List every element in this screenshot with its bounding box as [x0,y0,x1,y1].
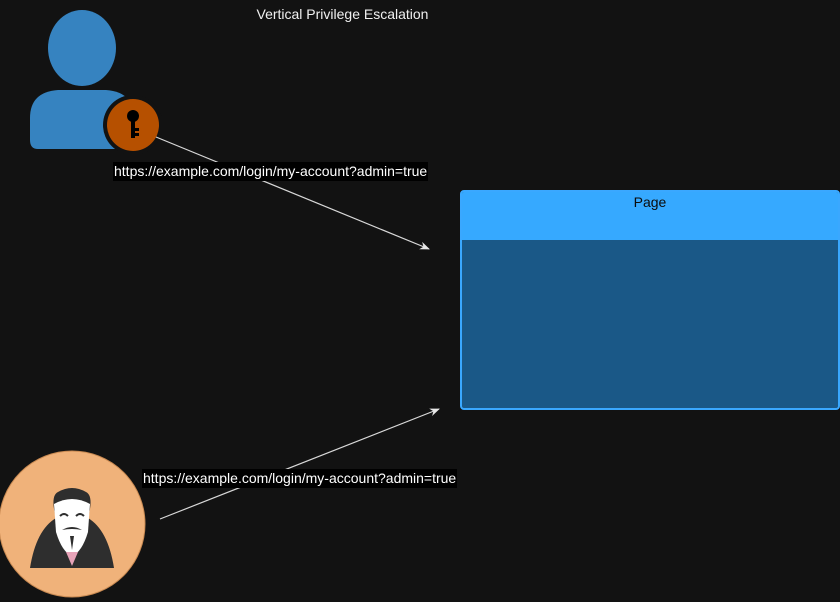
page-box-header: Page [462,192,838,240]
attacker-request-url: https://example.com/login/my-account?adm… [142,469,458,488]
diagram-title: Vertical Privilege Escalation [256,6,429,22]
page-box-label: Page [633,194,667,210]
admin-request-url: https://example.com/login/my-account?adm… [113,162,429,181]
page-box: Page [460,190,840,410]
admin-request-arrow [155,136,430,250]
key-badge-icon [103,95,163,155]
attacker-icon [0,450,146,598]
attacker-request-arrow [159,408,440,520]
